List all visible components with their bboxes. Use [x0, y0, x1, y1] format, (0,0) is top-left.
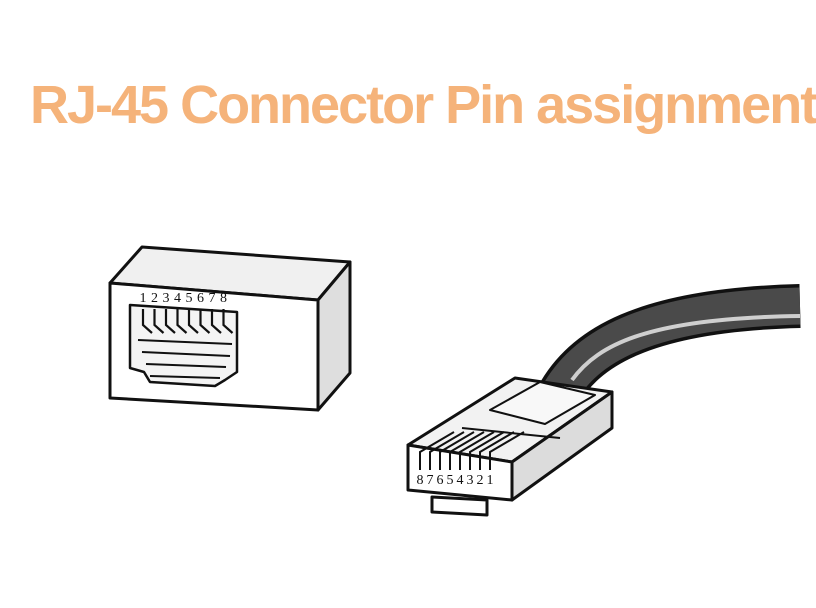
- jack-contact: [222, 309, 234, 334]
- jack-inner-steps: [137, 339, 233, 379]
- plug-front-face: [406, 443, 514, 502]
- plug-contact: [469, 431, 505, 470]
- plug-contact: [459, 431, 495, 470]
- plug-contact: [429, 431, 465, 470]
- jack-pin-label: 3: [163, 291, 170, 306]
- jack-pin-label: 4: [174, 291, 181, 306]
- jack-pin-label: 5: [186, 291, 193, 306]
- jack-contact: [141, 309, 153, 334]
- plug-pin-label: 4: [457, 473, 464, 488]
- plug-pin-label: 5: [447, 473, 454, 488]
- plug-pin-label: 3: [467, 473, 474, 488]
- plug-pin-label: 8: [417, 473, 424, 488]
- plug-top-window: [489, 381, 596, 425]
- jack-contacts: [141, 309, 234, 334]
- plug-contact: [489, 431, 525, 470]
- cable: [541, 284, 801, 404]
- jack-pin-label: 2: [151, 291, 158, 306]
- plug-pin-label: 6: [437, 473, 444, 488]
- plug-latch: [430, 495, 489, 517]
- jack-contact: [153, 309, 165, 334]
- rj45-jack: [108, 245, 352, 412]
- plug-pin-label: 2: [477, 473, 484, 488]
- jack-opening: [128, 303, 239, 388]
- plug-contact: [419, 431, 455, 470]
- jack-contact: [176, 309, 188, 334]
- plug-contact: [439, 431, 475, 470]
- jack-pin-label: 7: [209, 291, 216, 306]
- jack-pin-label: 8: [220, 291, 227, 306]
- plug-pin-label: 7: [427, 473, 434, 488]
- jack-contact: [187, 309, 199, 334]
- jack-pin-label: 6: [197, 291, 204, 306]
- plug-pin-label: 1: [487, 473, 494, 488]
- plug-contact: [479, 431, 515, 470]
- jack-pin-label: 1: [140, 291, 147, 306]
- diagram-title: RJ-45 Connector Pin assignment: [30, 75, 816, 135]
- plug-contact: [449, 431, 485, 470]
- jack-contact: [210, 309, 222, 334]
- plug-contacts: [419, 431, 525, 470]
- jack-contact: [164, 309, 176, 334]
- jack-contact: [199, 309, 211, 334]
